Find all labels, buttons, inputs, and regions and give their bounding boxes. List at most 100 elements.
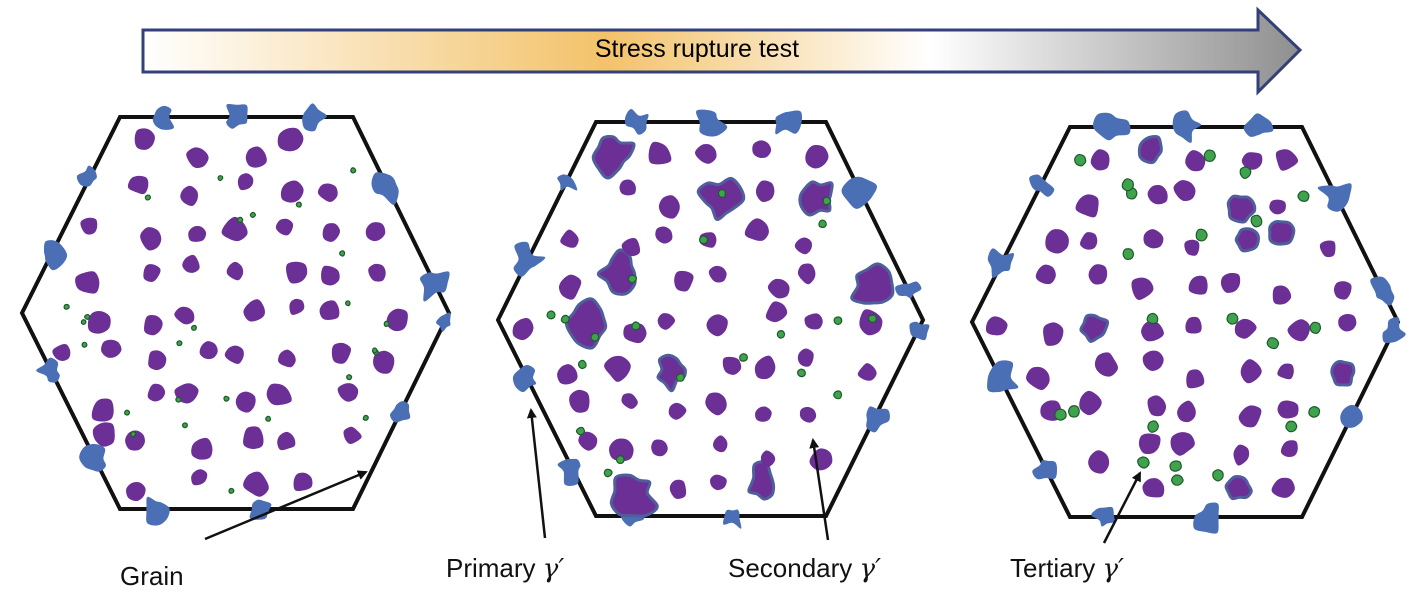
primary-gamma-prime [221,216,248,242]
primary-gamma-prime [1338,313,1357,332]
primary-gamma-prime [1131,277,1154,300]
secondary-caption: Secondary γ′ [728,553,881,584]
primary-caption: Primary γ′ [446,553,565,584]
primary-gamma-prime [722,356,742,375]
boundary-carbide [302,103,327,132]
grain-pointer [204,470,368,541]
primary-gamma-prime [804,313,823,330]
boundary-carbide [152,105,175,130]
primary-gamma-prime [1043,322,1064,346]
boundary-carbide [841,176,878,209]
primary-gamma-prime [92,422,115,447]
secondary-particles [1079,134,1356,501]
tertiary-gamma-prime [1137,456,1150,469]
primary-gamma-prime [985,316,1008,336]
tertiary-gamma-prime [833,390,843,400]
primary-gamma-prime [557,364,578,385]
primary-gamma-prime [767,278,790,299]
boundary-carbide [696,109,728,137]
secondary-gamma-prime [1137,134,1163,165]
secondary-gamma-prime [1226,194,1257,224]
pointer-arrows [204,408,1142,544]
tertiary-gamma-prime [217,175,224,182]
primary-gamma-prime [286,261,308,284]
grain-outline [969,125,1401,519]
primary-gamma-prime [765,301,788,323]
primary-gamma-prime [126,481,146,502]
tertiary-gamma-prime [223,395,230,402]
primary-gamma-prime [619,179,636,196]
primary-gamma-prime [280,180,304,203]
primary-gamma-prime [669,479,687,499]
primary-gamma-prime [278,349,296,368]
tertiary-gamma-prime [675,373,685,382]
primary-gamma-prime [512,318,534,341]
boundary-carbide [866,406,890,433]
secondary-gamma-prime [591,134,636,180]
boundary-carbide [775,110,803,135]
tertiary-gamma-prime [1308,405,1321,418]
primary-gamma-prime [621,237,641,257]
primary-gamma-prime [87,311,111,334]
primary-gamma-prime [140,227,162,251]
secondary-gamma-prime [850,262,895,305]
primary-gamma-prime [857,363,877,381]
primary-gamma-prime [797,348,814,367]
grain-outline [495,120,926,518]
primary-gamma-prime [75,271,100,294]
stress-rupture-arrow: Stress rupture test [141,6,1303,96]
primary-gamma-prime [1280,440,1298,458]
primary-gamma-prime [705,392,727,416]
tertiary-gamma-prime [1297,190,1310,202]
boundary-carbide [146,496,170,526]
secondary-gamma-prime [1268,219,1296,246]
tertiary-gamma-prime [295,201,302,208]
secondary-gamma-prime [747,460,776,501]
tertiary-gamma-prime [546,310,556,320]
tertiary-gamma-prime [1121,178,1134,192]
primary-gamma-prime [80,217,98,235]
tertiary-gamma-prime [627,274,637,284]
primary-gamma-prime [797,263,816,285]
primary-gamma-prime [713,435,728,453]
secondary-gamma-prime [1224,474,1253,501]
primary-gamma-prime [1220,272,1241,293]
primary-gamma-prime [1141,320,1164,342]
tertiary-gamma-prime [560,314,570,324]
primary-gamma-prime [1173,180,1196,202]
tertiary-gamma-prime [1195,228,1208,242]
tertiary-gamma-prime [1212,469,1224,482]
primary-gamma-prime [174,306,195,325]
tertiary-gamma-prime [1169,460,1182,472]
tertiary-gamma-prime [182,422,188,429]
grain-caption: Grain [120,561,184,591]
boundary-carbide [1091,506,1115,527]
primary-particles [512,140,883,499]
secondary-gamma-prime [564,297,608,350]
primary-gamma-prime [144,314,163,336]
tertiary-gamma-prime [1285,420,1298,433]
primary-particles [52,127,408,502]
boundary-carbide [1243,113,1274,137]
tertiary-gamma-prime [833,316,843,325]
tertiary-gamma-prime [1147,420,1159,433]
primary-gamma-prime [373,350,395,374]
primary-gamma-prime [674,270,694,292]
primary-gamma-prime [143,264,161,282]
tertiary-gamma-prime [867,314,877,323]
primary-gamma-prime [755,406,772,422]
primary-gamma-prime [744,218,769,241]
primary-gamma-prime [805,144,829,169]
primary-gamma-prime [277,127,304,152]
primary-gamma-prime [1186,369,1205,389]
primary-gamma-prime [245,146,267,168]
tertiary-gamma-prime [83,314,91,320]
tertiary-particles [63,167,390,494]
primary-gamma-prime [710,474,727,491]
tertiary-gamma-prime [1054,408,1067,421]
primary-gamma-prime [558,274,582,300]
primary-gamma-prime [243,299,265,322]
tertiary-gamma-prime [249,211,257,218]
primary-gamma-prime [1238,405,1262,428]
